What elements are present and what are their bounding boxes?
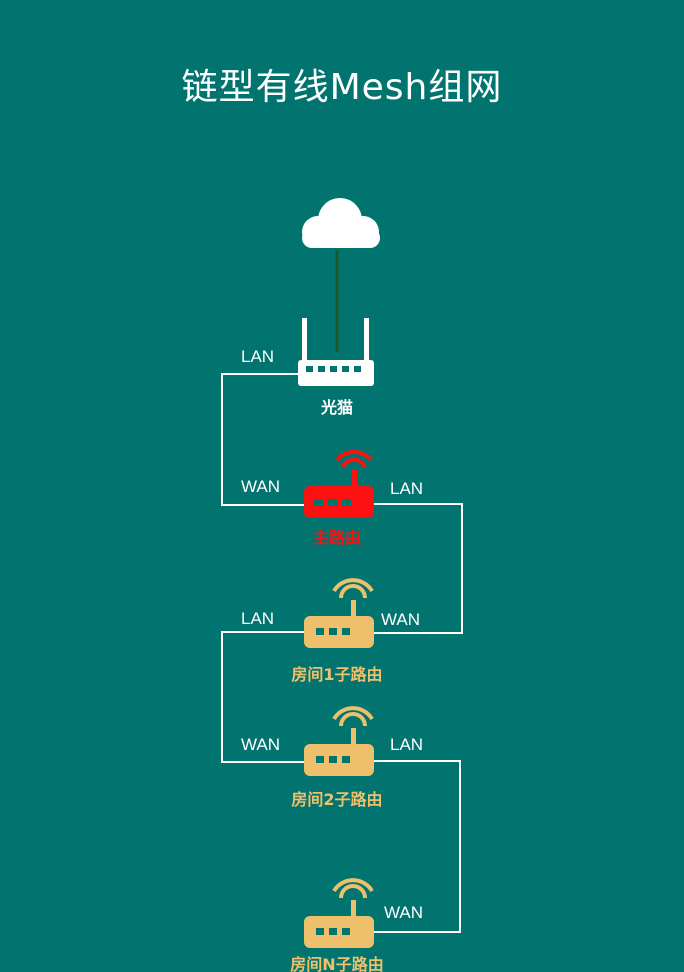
port-label-room2-wan: WAN (241, 735, 280, 754)
main-router-label: 主路由 (313, 528, 361, 547)
cloud-icon (302, 198, 380, 248)
cable-main-to-room1 (374, 503, 463, 634)
cable-modem-to-main (221, 373, 304, 506)
port-label-room2-lan: LAN (390, 735, 423, 754)
port-label-main-lan: LAN (390, 479, 423, 498)
cable-room2-to-roomN (374, 760, 461, 933)
roomN-router-label: 房间N子路由 (290, 955, 383, 972)
room1-router-icon (304, 578, 374, 648)
main-router-icon (304, 449, 374, 518)
roomN-router-icon (304, 878, 374, 948)
page-title: 链型有线Mesh组网 (181, 67, 503, 108)
cable-room1-to-room2 (221, 631, 304, 763)
room2-router-icon (304, 706, 374, 776)
modem-icon (298, 318, 374, 386)
port-label-main-wan: WAN (241, 477, 280, 496)
port-label-room1-wan: WAN (381, 610, 420, 629)
port-label-room1-lan: LAN (241, 609, 274, 628)
modem-label: 光猫 (320, 398, 353, 417)
room1-router-label: 房间1子路由 (291, 665, 382, 684)
port-label-modem-lan: LAN (241, 347, 274, 366)
room2-router-label: 房间2子路由 (291, 790, 382, 809)
port-label-roomN-wan: WAN (384, 903, 423, 922)
